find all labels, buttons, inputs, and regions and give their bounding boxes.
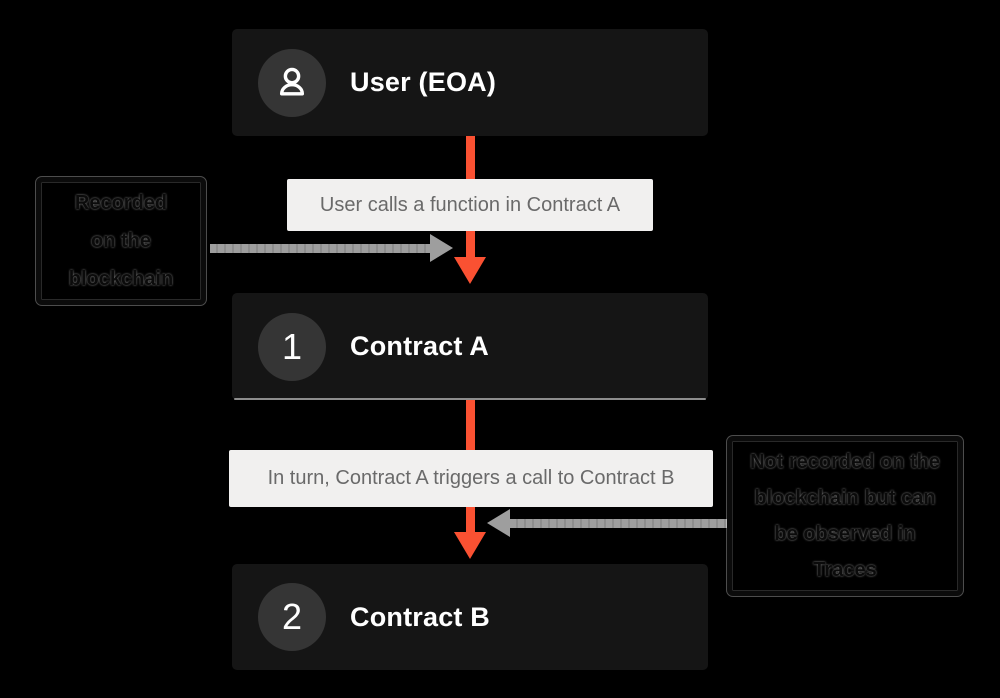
contract-a-number-badge: 1 <box>258 312 326 381</box>
note-line: be observed in <box>774 523 916 545</box>
note-not-recorded-traces: Not recorded on the blockchain but can b… <box>727 436 963 596</box>
node-contract-b: 2 Contract B <box>232 564 708 670</box>
arrow-note-right-head <box>487 509 510 537</box>
note-line: Not recorded on the <box>749 451 940 473</box>
arrow-user-to-contract-a-head <box>454 257 486 284</box>
edge-label-user-call: User calls a function in Contract A <box>287 179 653 231</box>
node-user-title: User (EOA) <box>350 67 497 97</box>
arrow-note-right-tail <box>510 519 727 528</box>
note-recorded-on-blockchain: Recorded on the blockchain <box>36 177 206 305</box>
arrow-note-left-head <box>430 234 453 262</box>
note-line: blockchain but can <box>754 487 936 509</box>
arrow-contract-a-to-b-head <box>454 532 486 559</box>
note-line: blockchain <box>68 268 174 290</box>
edge-label-contract-a-call: In turn, Contract A triggers a call to C… <box>229 450 713 507</box>
contract-a-underline <box>234 398 706 400</box>
note-line: Traces <box>813 559 877 581</box>
note-line: on the <box>91 230 151 252</box>
node-contract-b-title: Contract B <box>350 601 491 632</box>
node-contract-a: 1 Contract A <box>232 293 708 400</box>
user-avatar-badge <box>258 48 326 117</box>
node-user: User (EOA) <box>232 29 708 136</box>
user-icon <box>279 67 305 95</box>
contract-b-number-badge: 2 <box>258 583 326 651</box>
badge-number: 1 <box>281 325 303 367</box>
note-line: Recorded <box>74 192 168 214</box>
badge-number: 2 <box>281 596 303 637</box>
node-contract-a-title: Contract A <box>350 331 490 361</box>
arrow-note-left-tail <box>210 244 432 253</box>
